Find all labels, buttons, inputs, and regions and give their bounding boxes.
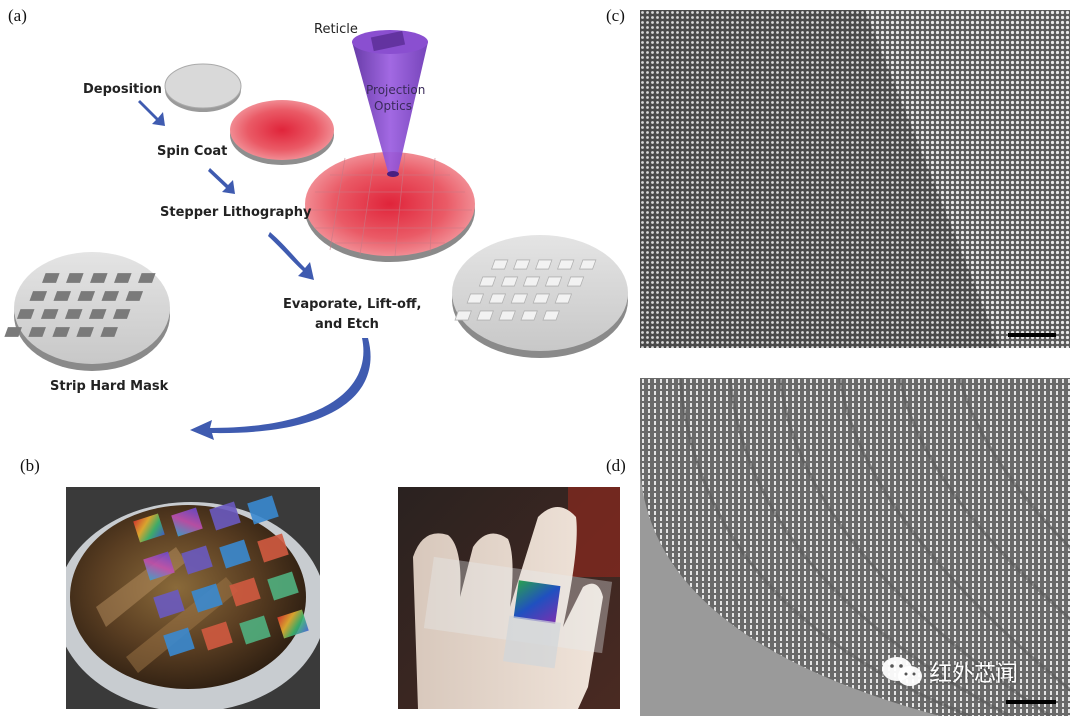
chip — [500, 276, 519, 287]
chip — [535, 259, 553, 270]
chip — [101, 291, 120, 301]
panel-label-d: (d) — [606, 456, 626, 475]
chip — [542, 310, 560, 321]
wafer-spin-coat — [230, 100, 334, 165]
metasurface-chip — [181, 545, 213, 575]
sem-image-d — [640, 378, 1070, 716]
metasurface-chip — [209, 501, 241, 531]
chip — [520, 310, 538, 321]
chip — [488, 293, 507, 304]
label-deposition: Deposition — [83, 82, 162, 97]
chip — [466, 293, 485, 304]
metasurface-chip — [247, 495, 279, 525]
wafer-exposed — [305, 152, 475, 262]
chip — [478, 276, 497, 287]
wechat-icon — [882, 657, 922, 686]
chip — [4, 327, 22, 337]
chip — [64, 309, 83, 319]
chip — [454, 310, 472, 321]
label-strip: Strip Hard Mask — [50, 379, 169, 394]
projection-optics-cone — [352, 30, 428, 177]
chip — [53, 291, 72, 301]
chip — [554, 293, 573, 304]
metasurface-chip — [257, 533, 289, 563]
label-stepper: Stepper Lithography — [160, 205, 312, 220]
panel-label-b: (b) — [20, 456, 40, 475]
wafer-deposition — [164, 63, 242, 112]
wafer-chips-right — [452, 235, 628, 358]
metasurface-chip — [143, 551, 175, 581]
chip — [522, 276, 541, 287]
chip — [77, 291, 96, 301]
label-optics-2: Optics — [374, 99, 412, 113]
chip — [100, 327, 118, 337]
chip — [125, 291, 144, 301]
watermark: 红外芯闻 — [880, 655, 1018, 689]
chip — [566, 276, 585, 287]
label-optics-1: Projection — [366, 83, 425, 97]
chip — [114, 273, 132, 283]
arrow-icon-2 — [208, 168, 235, 194]
process-diagram: Reticle Projection Optics Deposition Spi… — [4, 22, 628, 440]
chip — [90, 273, 108, 283]
metasurface-chip — [267, 571, 299, 601]
photo-wafer-metasurfaces — [66, 487, 320, 709]
metasurface-chip — [191, 583, 223, 613]
label-evaporate-1: Evaporate, Lift-off, — [283, 297, 421, 312]
metasurface-chip — [201, 621, 233, 651]
photo-hand-slide — [398, 487, 620, 709]
panel-label-c: (c) — [606, 6, 625, 25]
chip — [40, 309, 59, 319]
chip — [498, 310, 516, 321]
label-spin-coat: Spin Coat — [157, 144, 227, 159]
scale-bar-c — [1008, 333, 1056, 337]
chip — [557, 259, 575, 270]
chip — [88, 309, 107, 319]
chip — [16, 309, 35, 319]
metasurface-chip — [163, 627, 195, 657]
chip — [510, 293, 529, 304]
metasurface-chip — [133, 513, 165, 543]
watermark-text: 红外芯闻 — [930, 662, 1019, 687]
process-arrows — [138, 100, 371, 440]
chip — [138, 273, 156, 283]
chip — [112, 309, 131, 319]
metasurface-chip — [229, 577, 261, 607]
metasurface-chip — [219, 539, 251, 569]
chip — [28, 327, 46, 337]
chip — [29, 291, 48, 301]
scale-bar-d — [1006, 700, 1056, 704]
chip — [544, 276, 563, 287]
metasurface-chip — [171, 507, 203, 537]
chip — [532, 293, 551, 304]
wafer-chips-left — [4, 252, 170, 371]
arrow-icon-4 — [190, 338, 371, 440]
sem-image-c — [640, 10, 1070, 348]
arrow-icon-1 — [138, 100, 165, 126]
chip — [52, 327, 70, 337]
chip — [579, 259, 597, 270]
chip — [76, 327, 94, 337]
chip — [42, 273, 60, 283]
chip — [476, 310, 494, 321]
metasurface-chip — [277, 609, 309, 639]
chip — [66, 273, 84, 283]
metasurface-chip — [153, 589, 185, 619]
panel-label-a: (a) — [8, 6, 27, 25]
label-evaporate-2: and Etch — [315, 317, 379, 332]
chip — [491, 259, 509, 270]
metasurface-chip — [239, 615, 271, 645]
arrow-icon-3 — [268, 232, 314, 280]
chip — [513, 259, 531, 270]
label-reticle: Reticle — [314, 22, 358, 37]
